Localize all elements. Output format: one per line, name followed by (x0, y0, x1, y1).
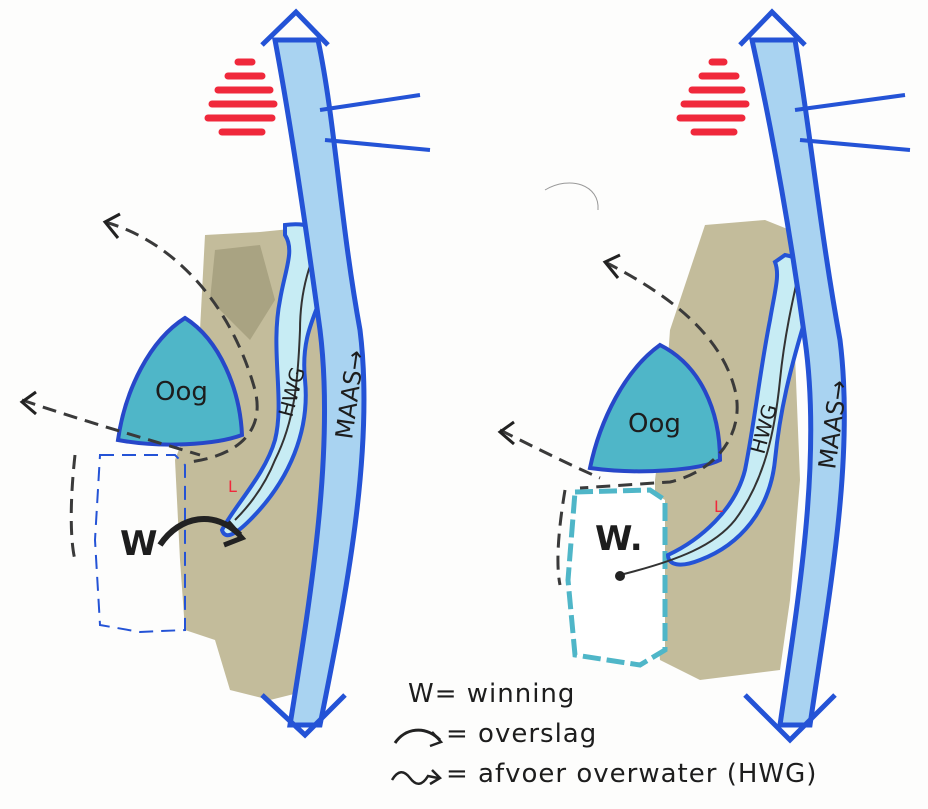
right-tributary (795, 95, 910, 150)
left-tributary (320, 95, 430, 150)
right-lake-label: Oog (628, 409, 681, 439)
right-outlet-point (615, 571, 625, 581)
legend-winning-line: W= winning (408, 679, 575, 709)
legend: W= winning = overslag = afvoer overwater… (392, 679, 817, 789)
right-red-hatching (680, 62, 746, 132)
left-small-mark: L (228, 477, 237, 496)
right-winning-label: W. (595, 519, 643, 559)
legend-afvoer-line: = afvoer overwater (HWG) (446, 759, 817, 789)
left-winning-label: W (120, 524, 158, 564)
right-pencil-stroke (545, 183, 598, 210)
legend-overslag-line: = overslag (446, 719, 597, 749)
left-sketch: Oog HWG MAAS→ W L (22, 12, 430, 735)
right-small-mark: L (714, 497, 723, 516)
left-lake-label: Oog (155, 377, 208, 407)
right-sketch: Oog HWG MAAS→ W. L (500, 12, 910, 740)
left-red-hatching (208, 62, 274, 132)
